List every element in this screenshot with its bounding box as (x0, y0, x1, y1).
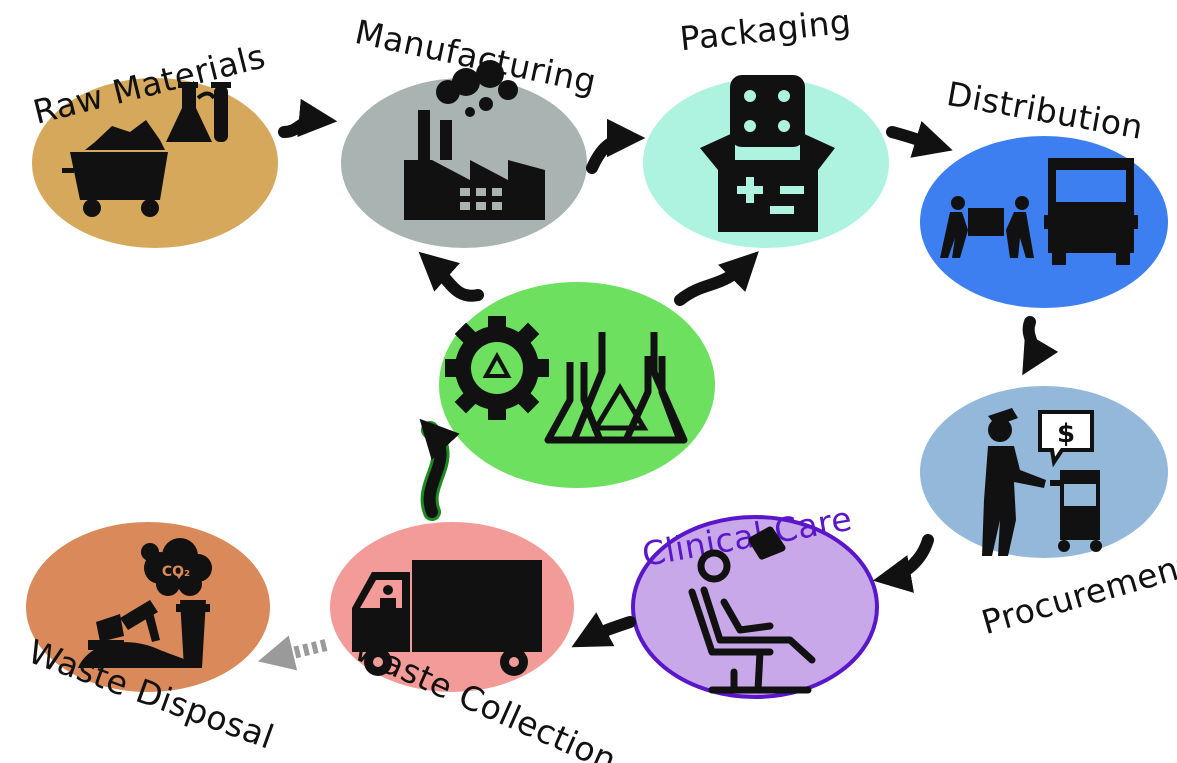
waste-truck-icon (352, 560, 542, 676)
arrow-procurement-to-clinical-care (872, 534, 934, 593)
procurement-circle (920, 386, 1168, 558)
factory-icon (404, 60, 545, 220)
clinical-care-circle (631, 515, 879, 699)
arrow-waste-collection-to-recycling (419, 418, 460, 521)
arrow-recycling-to-manufacturing (418, 251, 484, 302)
arrow-distribution-to-procurement (1022, 316, 1059, 376)
packaging-label: Packaging (678, 2, 853, 59)
patient-chair-icon (688, 526, 816, 694)
medical-box-icon (700, 75, 835, 232)
mine-cart-flask-icon (62, 82, 231, 217)
arrow-packaging-to-distribution (886, 120, 953, 158)
arrow-recycling-to-packaging (674, 251, 759, 306)
landfill-co2-icon: CO₂ (78, 538, 212, 668)
arrow-waste-collection-to-disposal (257, 635, 328, 671)
arrow-raw-to-manufacturing (278, 98, 338, 138)
procurement-label: Procurement (977, 545, 1177, 642)
recycle-gear-flask-icon (445, 316, 688, 444)
dollar-sign: $ (1057, 419, 1075, 449)
arrow-clinical-care-to-waste-collection (571, 612, 636, 648)
distribution-label: Distribution (944, 74, 1146, 147)
co2-label: CO₂ (162, 564, 190, 580)
purchase-cart-icon: $ (982, 408, 1102, 556)
delivery-truck-icon (940, 158, 1138, 265)
arrow-manufacturing-to-packaging (586, 118, 646, 174)
manufacturing-circle (341, 78, 587, 248)
